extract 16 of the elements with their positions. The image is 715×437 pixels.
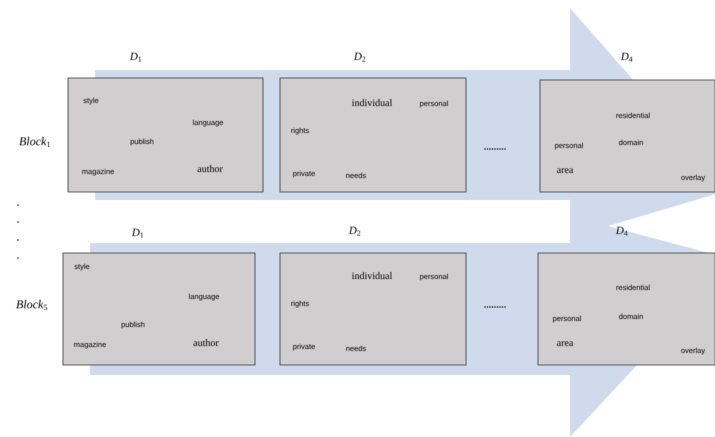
column-heading: D$_{2}$ [354,52,366,62]
term-label: individual [352,272,392,280]
column-heading: D$_{1}$ [130,52,142,62]
column-heading: D$_{4}$ [620,52,633,62]
term-label: author [198,165,223,172]
column-heading: D$_{1}$ [132,228,144,238]
row-label: Block$_{5}$ [16,300,48,310]
row-label: Block$_{1}$ [19,136,50,148]
ellipsis-dots: ......... [484,148,506,150]
term-label: area [557,168,574,174]
term-label: author [194,339,219,346]
column-heading: D$_{4}$ [616,226,628,236]
term-label: individual [352,99,392,106]
column-heading: D$_{2}$ [348,226,360,236]
ellipsis-dots: ......... [484,306,506,308]
term-label: area [557,341,574,346]
